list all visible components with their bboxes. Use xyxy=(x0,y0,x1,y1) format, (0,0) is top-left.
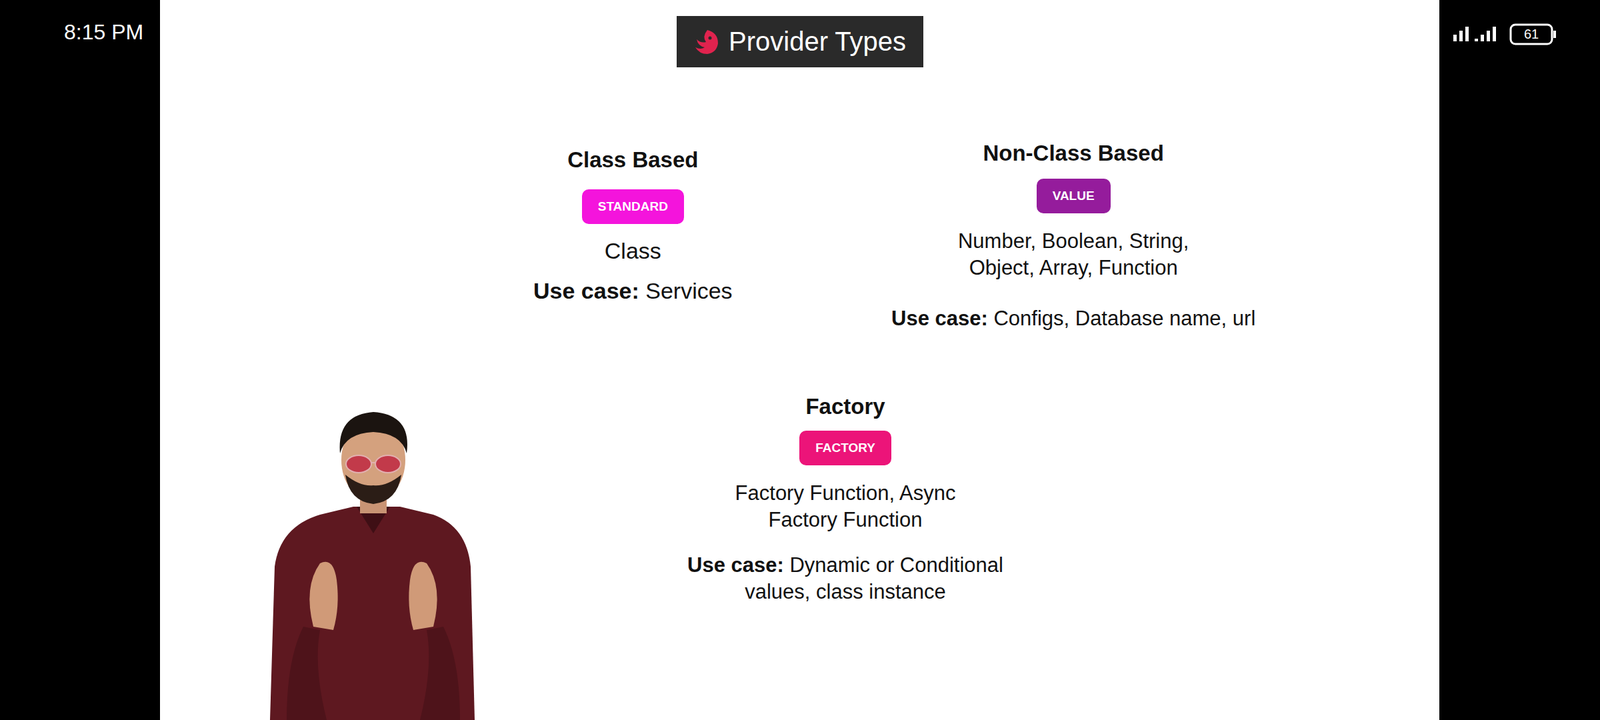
type-badge: VALUE xyxy=(1036,178,1111,214)
status-time: 8:15 PM xyxy=(64,20,144,45)
slide-background xyxy=(160,0,1440,720)
type-badge: FACTORY xyxy=(799,430,892,466)
battery-icon xyxy=(1510,24,1556,44)
use-case-line: Use case: Services xyxy=(533,276,733,306)
nest-logo xyxy=(691,27,721,57)
use-case-line: Use case: Configs, Database name, url xyxy=(891,305,1256,332)
provider-type-card: Non-Class BasedVALUE Number, Boolean, Str… xyxy=(891,140,1256,332)
use-case-line: Use case: Dynamic or Conditional values,… xyxy=(665,552,1026,606)
title-bar: Provider Types xyxy=(676,16,924,68)
presenter-figure xyxy=(270,412,475,720)
signal-icon xyxy=(1453,26,1496,42)
use-case-label: Use case: xyxy=(533,278,640,304)
card-body: Class xyxy=(604,236,662,266)
use-case-label: Use case: xyxy=(891,306,988,330)
title-text: Provider Types xyxy=(728,26,906,57)
provider-type-card: Class BasedSTANDARD ClassUse case: Servic… xyxy=(533,146,733,306)
card-body: Number, Boolean, String, Object, Array, … xyxy=(940,228,1207,282)
use-case-value: Services xyxy=(645,278,732,304)
card-body: Factory Function, Async Factory Function xyxy=(732,480,958,534)
use-case-value: Configs, Database name, url xyxy=(993,306,1256,330)
use-case-label: Use case: xyxy=(687,553,784,577)
card-heading: Class Based xyxy=(567,146,698,174)
provider-type-card: FactoryFACTORY Factory Function, Async Fa… xyxy=(665,393,1026,606)
type-badge: STANDARD xyxy=(582,189,684,224)
card-heading: Non-Class Based xyxy=(982,140,1164,167)
battery-level: 61 xyxy=(1524,26,1539,42)
card-heading: Factory xyxy=(805,393,885,420)
use-case-value: Dynamic or Conditional values, class ins… xyxy=(744,553,1004,604)
